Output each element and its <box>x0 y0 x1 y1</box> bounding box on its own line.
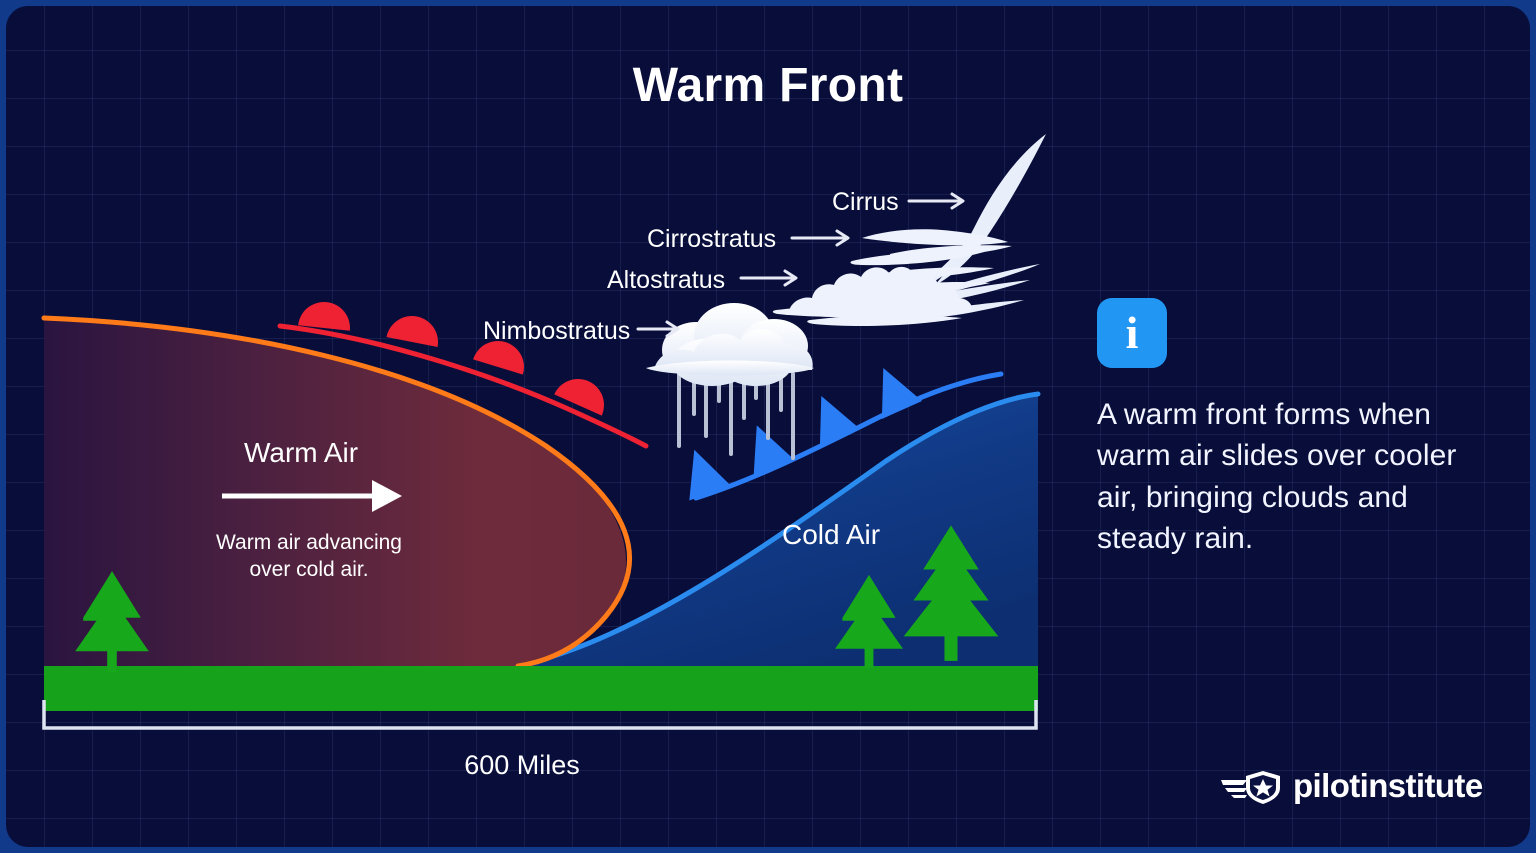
scale-bracket <box>42 700 1038 730</box>
altostratus-cloud <box>772 266 972 326</box>
label-nimbostratus: Nimbostratus <box>483 317 631 345</box>
label-warm-air: Warm Air <box>244 437 359 468</box>
nimbostratus-cloud <box>646 303 814 460</box>
brand-logo: pilotinstitute <box>1221 766 1483 806</box>
info-panel: i A warm front forms when warm air slide… <box>1097 298 1497 560</box>
warm-air-mass <box>41 315 632 669</box>
cold-air-mass <box>511 391 1041 669</box>
scale-label: 600 Miles <box>464 750 580 780</box>
label-cirrostratus: Cirrostratus <box>647 225 777 253</box>
warm-air-arrow <box>222 480 402 512</box>
label-cold-air: Cold Air <box>782 519 881 550</box>
ground-strip <box>44 666 1038 711</box>
winged-star-shield-icon <box>1221 771 1280 804</box>
label-cirrus: Cirrus <box>832 188 899 216</box>
label-altostratus: Altostratus <box>607 266 726 294</box>
info-icon: i <box>1097 298 1167 368</box>
page-title: Warm Front <box>632 59 904 112</box>
warm-front-symbol <box>277 302 649 449</box>
infographic-canvas: Warm Front Cirrus Cirrostratus Altostrat… <box>6 6 1530 847</box>
info-icon-glyph: i <box>1125 307 1139 358</box>
warm-front-diagram <box>41 134 1046 730</box>
warm-air-caption: Warm air advancing over cold air. <box>216 531 402 582</box>
info-description: A warm front forms when warm air slides … <box>1097 398 1457 556</box>
cold-front-symbol <box>689 367 1004 501</box>
brand-name: pilotinstitute <box>1293 767 1483 804</box>
label-arrows <box>636 192 965 338</box>
